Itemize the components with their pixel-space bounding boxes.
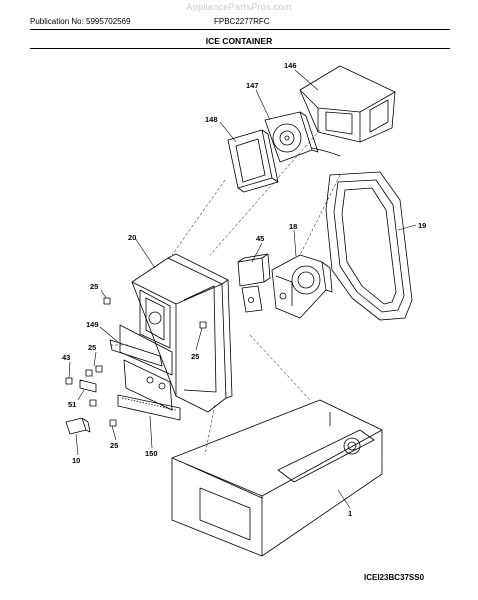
auger-motor-18 [271, 254, 333, 319]
callout-25-top: 25 [90, 282, 98, 291]
fan-shroud-148 [227, 129, 279, 193]
solenoid-45 [237, 253, 271, 313]
callout-147: 147 [246, 81, 259, 90]
callout-10: 10 [72, 456, 80, 465]
ice-container-1 [171, 399, 383, 557]
switch-51 [79, 379, 97, 393]
screw-group-25 [65, 297, 207, 427]
callout-20: 20 [128, 233, 136, 242]
model-number: FPBC2277RFC [214, 17, 270, 26]
callout-leader-lines [68, 69, 417, 509]
callout-149: 149 [86, 320, 99, 329]
callout-25-bottom: 25 [110, 441, 118, 450]
callout-43: 43 [62, 353, 70, 362]
watermark-text: AppliancePartsPros.com [186, 2, 292, 12]
callout-labels: 146 147 148 19 20 45 18 25 149 25 25 43 … [62, 61, 426, 518]
callout-1: 1 [348, 509, 352, 518]
callout-18: 18 [289, 222, 297, 231]
callout-45: 45 [256, 234, 264, 243]
callout-25-right: 25 [191, 352, 199, 361]
light-cover-150 [117, 394, 181, 421]
gasket-19 [325, 171, 413, 321]
callout-150: 150 [145, 449, 158, 458]
callout-19: 19 [418, 221, 426, 230]
fan-motor-147 [264, 111, 341, 163]
callout-25-middle: 25 [88, 343, 96, 352]
fan-duct-housing-146 [299, 65, 396, 143]
chute-flap-149 [109, 339, 163, 367]
header-rule-bottom [30, 48, 450, 49]
callout-148: 148 [205, 115, 218, 124]
callout-51: 51 [68, 400, 76, 409]
callout-146: 146 [284, 61, 297, 70]
header-rule-top [30, 29, 450, 30]
publication-number: Publication No: 5995702569 [30, 17, 131, 26]
dispenser-housing-20 [119, 253, 233, 413]
page-title: ICE CONTAINER [205, 36, 273, 46]
diagram-code: ICEI23BC37SS0 [364, 573, 425, 582]
cap-10 [65, 417, 91, 435]
